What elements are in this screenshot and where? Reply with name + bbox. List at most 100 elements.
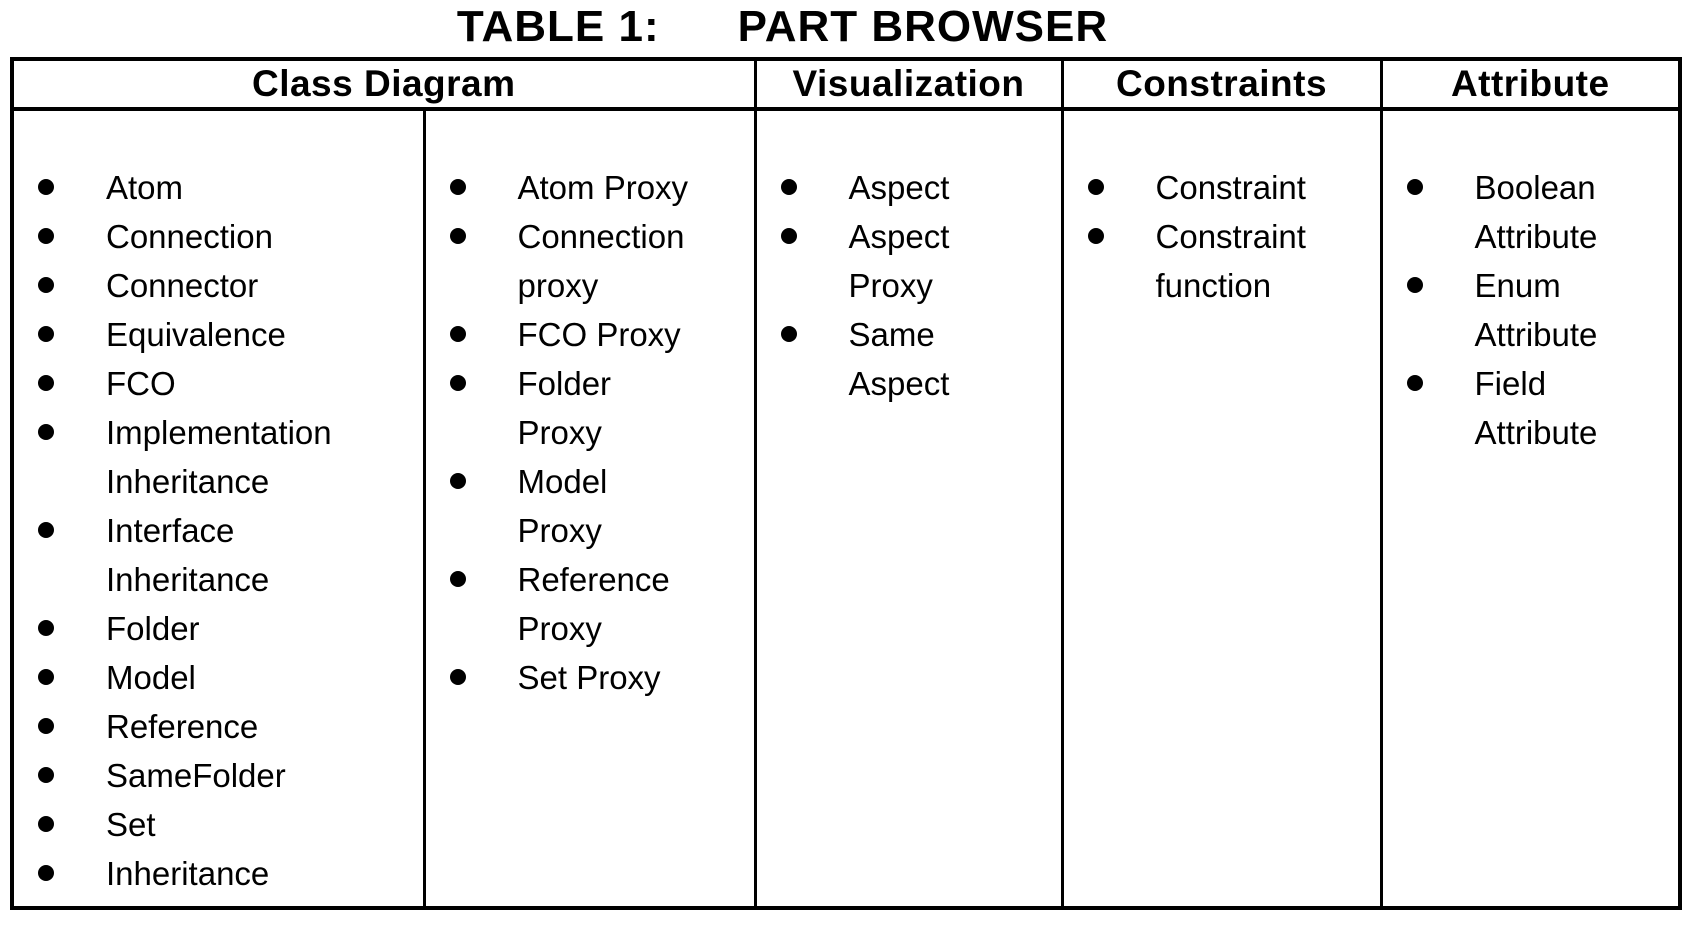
list-item: Reference [14,702,419,751]
list-item-label: Folder Proxy [517,365,612,451]
table-number: TABLE 1: [456,2,660,51]
list-item: Connection [14,212,419,261]
list-item-label: Constraint function [1155,218,1306,304]
list-item: Enum Attribute [1383,261,1675,359]
list-item: Reference Proxy [426,555,750,653]
bullet-icon [1406,277,1423,293]
list-item: Connector [14,261,419,310]
list-item: Inheritance [14,849,419,898]
bullet-icon [38,326,54,342]
table-title: TABLE 1: PART BROWSER [0,2,1627,52]
list-item: FCO Proxy [426,310,750,359]
list-item: Model [14,653,419,702]
bullet-icon [449,571,466,587]
list-item-label: SameFolder [106,757,286,794]
list-item: SameFolder [14,751,419,800]
list-item: Set [14,800,419,849]
table-name: PART BROWSER [737,2,1109,51]
list-item-label: Interface Inheritance [106,512,270,598]
bullet-icon [38,865,54,881]
bullet-icon [449,375,466,391]
bullet-icon [38,522,54,538]
list-item: Set Proxy [426,653,750,702]
list-item: FCO [14,359,419,408]
list-item-label: Atom Proxy [517,169,689,206]
list-item-label: Enum Attribute [1474,267,1598,353]
list-item: Folder [14,604,419,653]
list-item-label: FCO Proxy [517,316,681,353]
list-item-label: Reference [106,708,259,745]
list-item-label: Field Attribute [1474,365,1598,451]
list-item: Boolean Attribute [1383,163,1675,261]
bullet-icon [38,277,54,293]
list-item-label: Model Proxy [517,463,608,549]
list-item: Field Attribute [1383,359,1675,457]
bullet-icon [449,179,466,195]
list-item-label: Same Aspect [848,316,950,402]
list-item-label: Set [106,806,156,843]
header-row: Class Diagram Visualization Constraints … [10,57,1682,111]
list-item-label: FCO [106,365,176,402]
list-item: Equivalence [14,310,419,359]
list-item: Aspect [757,163,1057,212]
list-item: Folder Proxy [426,359,750,457]
bullet-icon [38,620,54,636]
column-header-visualization: Visualization [753,57,1064,111]
bullet-icon [38,179,54,195]
bullet-icon [38,669,54,685]
part-browser-table: Class Diagram Visualization Constraints … [10,57,1683,910]
column-header-constraints: Constraints [1060,57,1383,111]
bullet-icon [38,718,54,734]
list-item-label: Boolean Attribute [1474,169,1598,255]
list-item-label: Connection proxy [517,218,685,304]
list-item: Connection proxy [426,212,750,310]
bullet-icon [449,669,466,685]
list-item-label: Aspect Proxy [848,218,950,304]
column-header-class-diagram: Class Diagram [10,57,757,111]
list-item-label: Connector [106,267,259,304]
list-item-label: Equivalence [106,316,286,353]
list-item-label: Folder [106,610,200,647]
bullet-icon [1406,179,1423,195]
list-item-label: Connection [106,218,273,255]
list-item: Interface Inheritance [14,506,419,604]
list-item: Constraint function [1064,212,1376,310]
list-item-label: Constraint [1155,169,1306,206]
list-item: Implementation Inheritance [14,408,419,506]
list-item: Aspect Proxy [757,212,1057,310]
list-item-label: Model [106,659,196,696]
list-item: Constraint [1064,163,1376,212]
list-item: Same Aspect [757,310,1057,408]
bullet-icon [780,228,797,244]
bullet-icon [449,228,466,244]
list-item-label: Atom [106,169,184,206]
bullet-icon [449,326,466,342]
bullet-icon [1087,179,1104,195]
bullet-icon [1406,375,1423,391]
column-header-attribute: Attribute [1379,57,1682,111]
list-item: Model Proxy [426,457,750,555]
bullet-icon [780,179,797,195]
list-item: Atom [14,163,419,212]
bullet-icon [38,816,54,832]
list-item-label: Reference Proxy [517,561,670,647]
bullet-icon [38,228,54,244]
bullet-icon [1087,228,1104,244]
list-item-label: Inheritance [106,855,270,892]
bullet-icon [38,424,54,440]
bullet-icon [780,326,797,342]
list-item: Atom Proxy [426,163,750,212]
list-item-label: Set Proxy [517,659,661,696]
